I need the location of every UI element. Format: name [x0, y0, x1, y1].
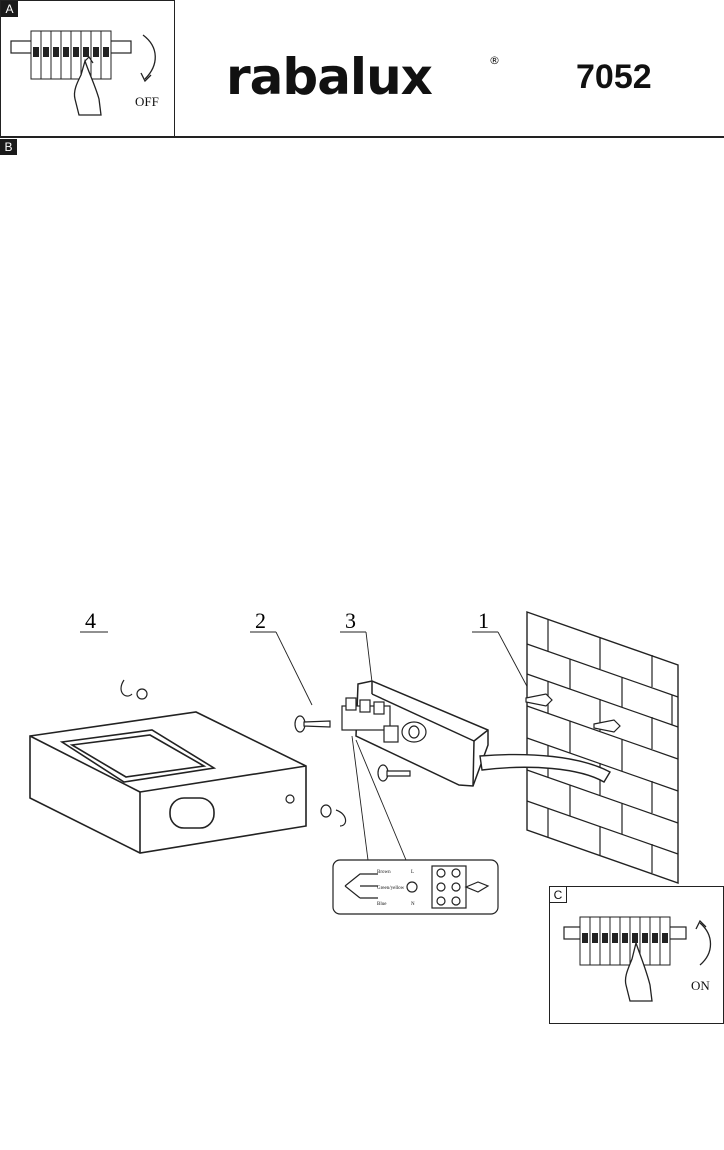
registered-mark: ®: [489, 54, 500, 67]
step-a-tag: A: [1, 1, 18, 17]
model-number: 7052: [576, 58, 652, 96]
wire-label-blue: Blue: [377, 902, 387, 907]
circuit-breaker-off-illustration: [10, 30, 156, 116]
wire-label-brown: Brown: [377, 870, 391, 875]
on-label: ON: [691, 978, 710, 993]
terminal-n: N: [411, 902, 415, 907]
step-a-panel: A OFF: [0, 0, 175, 137]
lamp-body: [29, 711, 307, 854]
callout-2: 2: [255, 608, 266, 633]
header-divider: [0, 136, 724, 138]
assembly-diagram: 4 2 3 1: [29, 608, 679, 915]
terminal-l: L: [411, 870, 414, 875]
callout-3: 3: [345, 608, 356, 633]
wire-label-green-yellow: Green/yellow: [377, 886, 405, 891]
wiring-inset: [332, 859, 499, 915]
callout-1: 1: [478, 608, 489, 633]
circuit-breaker-on-illustration: [563, 916, 712, 1002]
step-c-panel: C ON: [549, 886, 724, 1024]
brand-logo: rabalux: [226, 48, 433, 106]
step-c-tag: C: [550, 887, 567, 903]
step-b-tag: B: [0, 139, 17, 155]
off-label: OFF: [135, 94, 159, 109]
brick-wall: [526, 611, 679, 884]
callout-4: 4: [85, 608, 96, 633]
